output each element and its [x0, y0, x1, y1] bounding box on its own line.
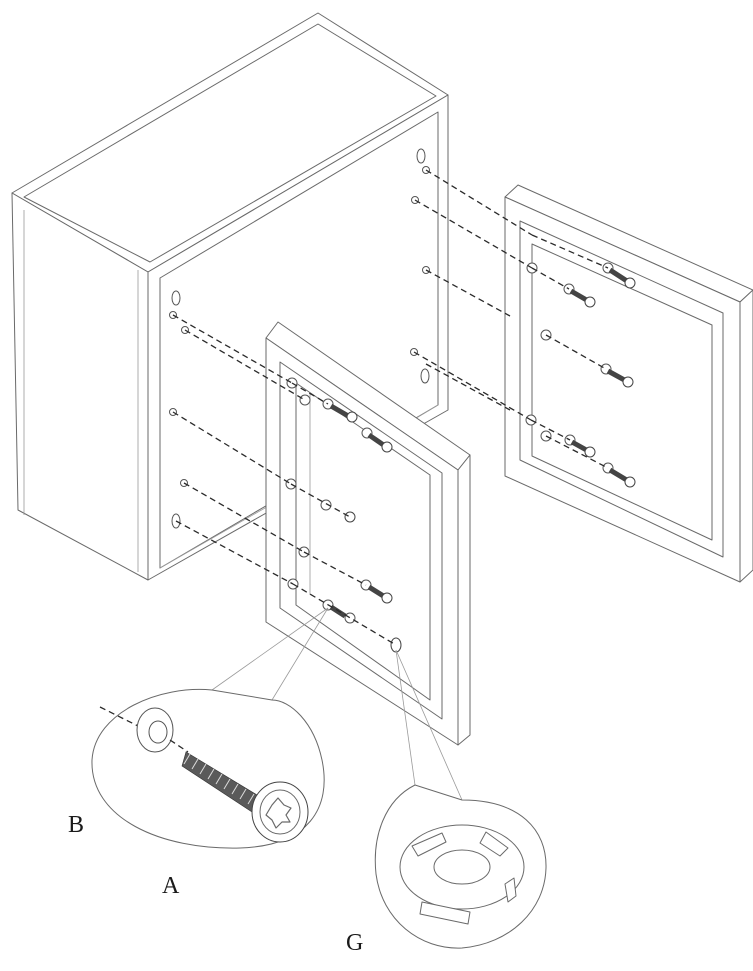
right-frame-screws: [525, 262, 636, 488]
screw: [181, 751, 309, 843]
washer: [136, 707, 174, 753]
callout-leaders: [211, 607, 463, 801]
cap-part: [399, 824, 525, 925]
label-b: B: [68, 812, 84, 838]
right-frame: [504, 184, 753, 583]
assembly-lines: [172, 169, 609, 646]
front-frame-screws: [285, 377, 402, 653]
label-a: A: [162, 873, 180, 899]
front-frame: [265, 321, 471, 746]
screw-detail-bubble: [91, 688, 325, 849]
cap-detail-bubble: [374, 784, 547, 949]
label-g: G: [346, 930, 363, 956]
